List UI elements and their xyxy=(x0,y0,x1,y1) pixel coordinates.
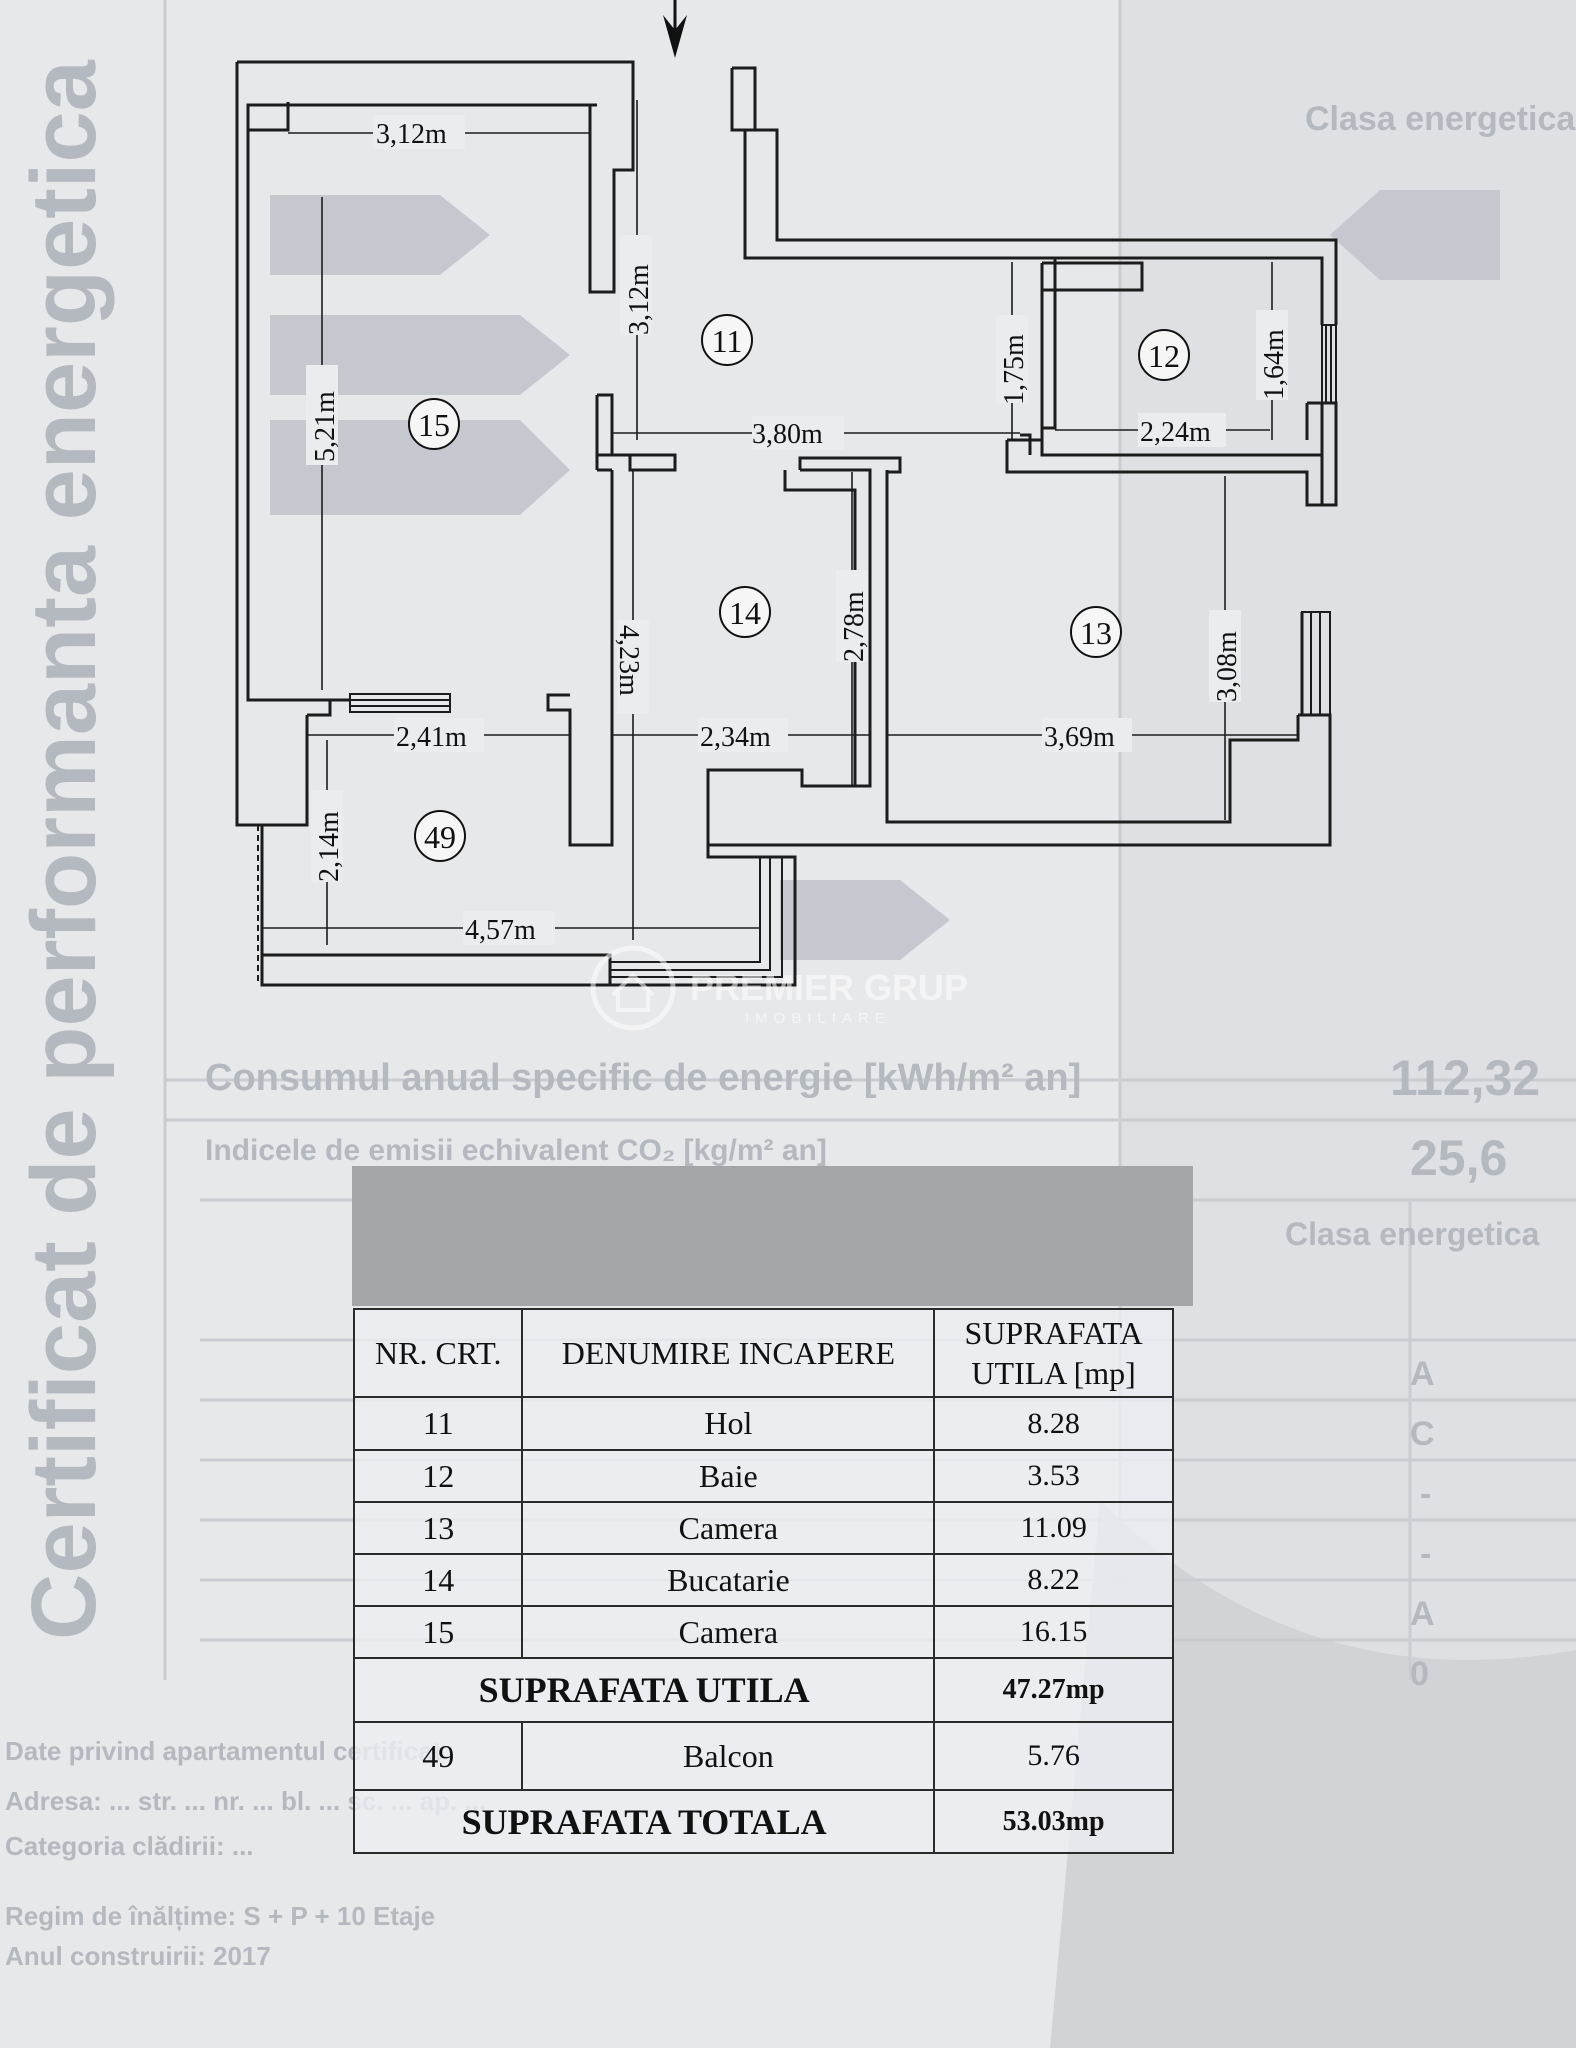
bg-value-1: 112,32 xyxy=(1390,1050,1540,1106)
cell-area: 8.22 xyxy=(933,1553,1174,1607)
room-12-label: 12 xyxy=(1138,329,1190,381)
svg-text:11: 11 xyxy=(712,323,743,359)
dim-label: 2,24m xyxy=(1140,417,1211,448)
bg-class-label-top: Clasa energetica xyxy=(1305,100,1576,138)
window-room-13 xyxy=(1301,611,1331,716)
dim-label: 3,12m xyxy=(624,264,655,335)
area-table: NR. CRT. DENUMIRE INCAPERE SUPRAFATA UTI… xyxy=(352,1308,1174,1854)
cell-name: Hol xyxy=(521,1396,936,1451)
header-nr: NR. CRT. xyxy=(352,1308,524,1398)
bg-value-2: 25,6 xyxy=(1410,1130,1507,1186)
table-row: 14 Bucatarie 8.22 xyxy=(352,1553,1174,1607)
svg-text:14: 14 xyxy=(729,595,761,631)
bg-row-consum: Consumul anual specific de energie [kWh/… xyxy=(205,1057,1081,1099)
svg-text:13: 13 xyxy=(1080,615,1112,651)
cell-area: 8.28 xyxy=(933,1396,1174,1451)
north-arrow-icon xyxy=(663,0,687,58)
table-row: 12 Baie 3.53 xyxy=(352,1449,1174,1503)
utila-value: 47.27mp xyxy=(933,1657,1174,1723)
watermark-brand: PREMIER GRUP xyxy=(690,967,968,1008)
cell-name: Bucatarie xyxy=(521,1553,936,1607)
header-area-line2: UTILA [mp] xyxy=(971,1355,1136,1391)
table-row: 11 Hol 8.28 xyxy=(352,1396,1174,1451)
dimension-lines xyxy=(262,100,1298,945)
dim-label: 2,14m xyxy=(314,811,345,882)
floor-plan: 3,12m 3,12m 5,21m 3,80m 2,24m 1,75m 1,64… xyxy=(235,0,1338,1031)
cell-nr: 49 xyxy=(352,1721,524,1791)
table-row: 49 Balcon 5.76 xyxy=(352,1721,1174,1791)
cell-nr: 12 xyxy=(352,1449,524,1503)
table-row: 13 Camera 11.09 xyxy=(352,1501,1174,1555)
cell-name: Camera xyxy=(521,1605,936,1659)
cell-name: Camera xyxy=(521,1501,936,1555)
room-11-label: 11 xyxy=(701,314,753,366)
bg-side-letter: A xyxy=(1410,1595,1435,1633)
cell-area: 5.76 xyxy=(933,1721,1174,1791)
dim-label: 1,75m xyxy=(999,334,1030,405)
header-area: SUPRAFATA UTILA [mp] xyxy=(933,1308,1174,1398)
room-49-label: 49 xyxy=(414,810,466,862)
svg-text:49: 49 xyxy=(424,819,456,855)
header-area-line1: SUPRAFATA xyxy=(964,1315,1143,1351)
bg-side-letter: A xyxy=(1410,1355,1435,1393)
cell-name: Baie xyxy=(521,1449,936,1503)
bg-side-letter: 0 xyxy=(1410,1655,1429,1693)
dim-label: 2,34m xyxy=(700,722,771,753)
dimension-labels: 3,12m 3,12m 5,21m 3,80m 2,24m 1,75m 1,64… xyxy=(306,115,1290,946)
bg-side-letter: - xyxy=(1420,1535,1431,1573)
bg-side-letter: C xyxy=(1410,1415,1435,1453)
svg-text:12: 12 xyxy=(1148,338,1180,374)
dim-label: 2,41m xyxy=(396,722,467,753)
bg-bottom-line: Anul construirii: 2017 xyxy=(5,1941,271,1971)
cell-area: 3.53 xyxy=(933,1449,1174,1503)
room-13-label: 13 xyxy=(1070,606,1122,658)
bg-class-label-mid: Clasa energetica xyxy=(1285,1216,1540,1252)
bg-certificate-vertical: Certificat de performanta energetica xyxy=(13,59,115,1640)
room-14-label: 14 xyxy=(719,586,771,638)
table-total-totala-row: SUPRAFATA TOTALA 53.03mp xyxy=(352,1789,1174,1854)
dim-label: 1,64m xyxy=(1259,329,1290,400)
dim-label: 2,78m xyxy=(839,591,870,662)
totala-label: SUPRAFATA TOTALA xyxy=(352,1789,936,1854)
room-15-label: 15 xyxy=(408,398,460,450)
walls-bathroom xyxy=(730,66,1338,507)
table-header-row: NR. CRT. DENUMIRE INCAPERE SUPRAFATA UTI… xyxy=(352,1308,1174,1398)
window-room-15 xyxy=(349,693,451,713)
walls-central xyxy=(546,393,677,847)
dim-label: 4,23m xyxy=(613,625,644,696)
dim-label: 4,57m xyxy=(465,915,536,946)
bg-side-letter: - xyxy=(1420,1475,1431,1513)
room-labels: 11 12 13 14 15 49 xyxy=(408,314,1190,862)
cell-nr: 13 xyxy=(352,1501,524,1555)
bg-row-indice: Indicele de emisii echivalent CO₂ [kg/m²… xyxy=(205,1134,827,1167)
table-total-utila-row: SUPRAFATA UTILA 47.27mp xyxy=(352,1657,1174,1723)
utila-label: SUPRAFATA UTILA xyxy=(352,1657,936,1723)
walls-room-15 xyxy=(235,60,635,827)
dim-label: 3,08m xyxy=(1212,631,1243,702)
redacted-block xyxy=(352,1166,1193,1306)
house-logo-icon xyxy=(590,945,676,1031)
table-row: 15 Camera 16.15 xyxy=(352,1605,1174,1659)
watermark-sub: IMOBILIARE xyxy=(745,1010,891,1027)
cell-nr: 14 xyxy=(352,1553,524,1607)
cell-name: Balcon xyxy=(521,1721,936,1791)
cell-nr: 11 xyxy=(352,1396,524,1451)
bg-bottom-line: Regim de înălțime: S + P + 10 Etaje xyxy=(5,1901,435,1931)
cell-area: 11.09 xyxy=(933,1501,1174,1555)
walls-kitchen xyxy=(706,456,1232,847)
svg-text:15: 15 xyxy=(418,407,450,443)
watermark-logo: PREMIER GRUP IMOBILIARE xyxy=(590,945,968,1031)
dim-label: 3,80m xyxy=(752,419,823,450)
cell-area: 16.15 xyxy=(933,1605,1174,1659)
dim-label: 3,12m xyxy=(376,119,447,150)
cell-nr: 15 xyxy=(352,1605,524,1659)
header-name: DENUMIRE INCAPERE xyxy=(521,1308,936,1398)
bg-bottom-line: Categoria clădirii: ... xyxy=(5,1831,254,1861)
totala-value: 53.03mp xyxy=(933,1789,1174,1854)
dim-label: 3,69m xyxy=(1044,722,1115,753)
window-bathroom xyxy=(1321,324,1337,404)
dim-label: 5,21m xyxy=(310,391,341,462)
